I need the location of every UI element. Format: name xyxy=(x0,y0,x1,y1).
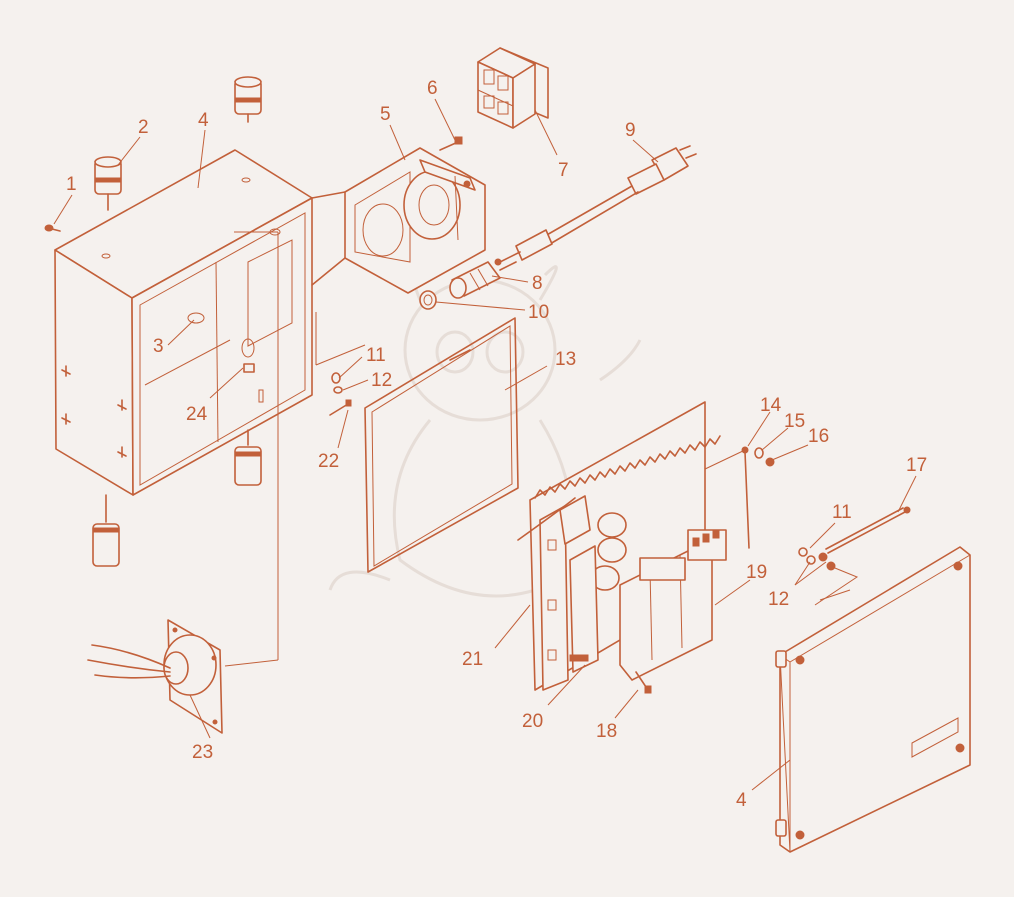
callout-16: 16 xyxy=(808,426,829,447)
callout-11-left: 11 xyxy=(366,345,386,366)
screw-part-1 xyxy=(44,224,61,232)
screw-part-18 xyxy=(635,671,652,694)
motor-part-23 xyxy=(87,619,223,734)
callout-labels: 1 2 4 3 5 6 7 9 8 10 11 12 13 24 22 14 1… xyxy=(66,78,927,811)
callout-17: 17 xyxy=(906,455,927,476)
callout-18: 18 xyxy=(596,721,617,742)
callout-1: 1 xyxy=(66,174,77,195)
power-cable-part-9 xyxy=(494,145,697,266)
rod-part-14 xyxy=(741,446,750,549)
callout-15: 15 xyxy=(784,411,805,432)
front-door xyxy=(775,546,971,853)
fastener-part-15 xyxy=(754,447,764,459)
callout-12-right: 12 xyxy=(768,589,789,610)
callout-3: 3 xyxy=(153,336,164,357)
foot-part-2-top-left xyxy=(94,156,122,211)
leader-lines xyxy=(53,98,917,791)
callout-6: 6 xyxy=(427,78,438,99)
callout-2: 2 xyxy=(138,117,149,138)
contactor-part-7 xyxy=(477,47,549,129)
callout-24: 24 xyxy=(186,404,208,425)
gasket-part-13 xyxy=(364,317,519,573)
callout-8: 8 xyxy=(532,273,543,294)
callout-4-door: 4 xyxy=(736,790,747,811)
callout-23: 23 xyxy=(192,742,213,763)
foot-bottom-left xyxy=(92,494,120,567)
callout-5: 5 xyxy=(380,104,391,125)
callout-4-enclosure: 4 xyxy=(198,110,209,131)
nut-part-10 xyxy=(419,290,437,310)
callout-7: 7 xyxy=(558,160,569,181)
callout-22: 22 xyxy=(318,451,339,472)
callout-11-right: 11 xyxy=(832,502,852,523)
callout-9: 9 xyxy=(625,120,636,141)
callout-13: 13 xyxy=(555,349,576,370)
callout-21: 21 xyxy=(462,649,483,670)
flange-plate-part-5 xyxy=(311,147,486,294)
electronics-board-part-21 xyxy=(517,401,727,691)
cable-gland-part-8 xyxy=(449,261,517,299)
callout-20: 20 xyxy=(522,711,543,732)
small-fasteners-left xyxy=(329,372,352,416)
callout-14: 14 xyxy=(760,395,782,416)
callout-12-left: 12 xyxy=(371,370,392,391)
bolt-part-6 xyxy=(439,136,463,151)
foot-bottom-right xyxy=(234,429,262,486)
foot-top-right xyxy=(234,76,262,123)
callout-19: 19 xyxy=(746,562,767,583)
enclosure-body xyxy=(54,149,313,496)
ground-cable-part-17 xyxy=(798,506,911,606)
callout-10: 10 xyxy=(528,302,549,323)
